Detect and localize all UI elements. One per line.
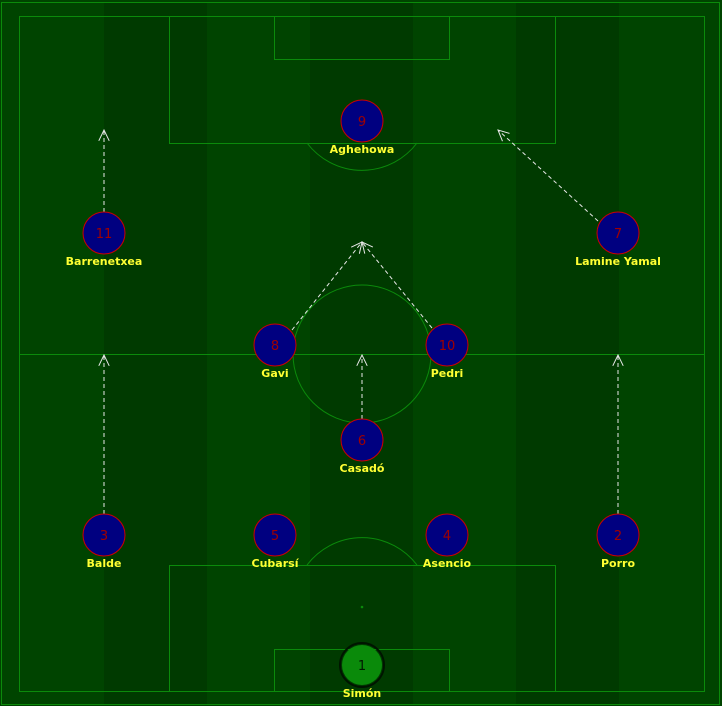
player-name: Simón [343, 687, 382, 700]
player-name: Porro [601, 557, 635, 570]
top-goal-box [274, 16, 450, 60]
player-token [253, 513, 297, 557]
player-number: 6 [358, 434, 366, 449]
player-number: 3 [100, 529, 108, 544]
arrow-head-icon [356, 353, 368, 367]
player-token [253, 323, 297, 367]
run-arrow [98, 128, 110, 212]
player-token [340, 418, 384, 462]
player-name: Balde [87, 557, 122, 570]
arrow-head-icon [361, 241, 374, 254]
run-arrow [356, 353, 368, 419]
player-token [342, 645, 382, 685]
run-arrow [612, 353, 624, 514]
arrow-head-icon [497, 129, 510, 142]
arrow-head-icon [98, 353, 110, 367]
player-name: Cubarsí [252, 557, 300, 570]
player-number: 8 [271, 339, 279, 354]
player-number: 9 [358, 115, 366, 130]
player-token [596, 211, 640, 255]
player-number: 1 [358, 659, 366, 674]
run-arrow [98, 353, 110, 514]
arrow-head-icon [98, 128, 110, 142]
player-name: Pedri [431, 367, 464, 380]
player-number: 5 [271, 529, 279, 544]
player-name: Gavi [261, 367, 288, 380]
bottom-penalty-arc [306, 537, 418, 566]
player-token [596, 513, 640, 557]
player-token [82, 513, 126, 557]
player-number: 10 [439, 339, 456, 354]
player-token [340, 99, 384, 143]
player-token [425, 323, 469, 367]
player-number: 7 [614, 227, 622, 242]
player-name: Aghehowa [330, 143, 395, 156]
player-number: 11 [96, 227, 113, 242]
penalty-spot [360, 605, 364, 609]
player-name: Casadó [340, 462, 385, 475]
top-penalty-arc [306, 142, 418, 171]
player-name: Lamine Yamal [575, 255, 661, 268]
grass-stripe-dark [104, 2, 207, 704]
player-name: Barrenetxea [66, 255, 143, 268]
player-name: Asencio [423, 557, 472, 570]
player-token [425, 513, 469, 557]
player-number: 4 [443, 529, 451, 544]
run-arrow [361, 241, 433, 329]
arrow-head-icon [612, 353, 624, 367]
run-arrow [497, 129, 599, 222]
grass-stripe-dark [516, 2, 619, 704]
movement-arrows [98, 128, 624, 514]
player-number: 2 [614, 529, 622, 544]
player-token [82, 211, 126, 255]
